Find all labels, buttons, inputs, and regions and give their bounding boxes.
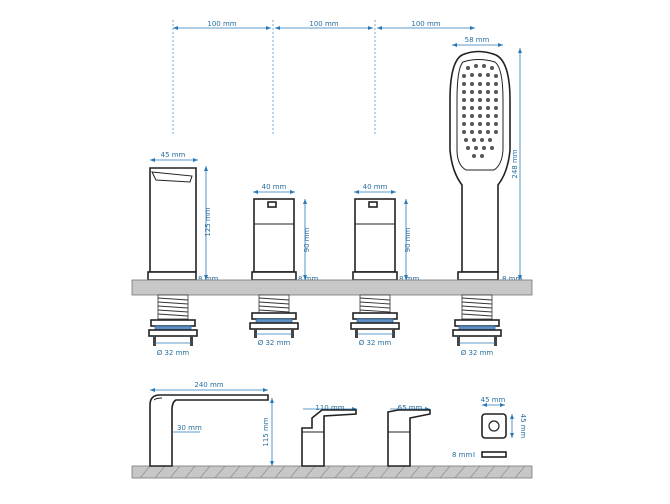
spray-nozzles bbox=[462, 64, 498, 158]
valve-right-front: 40 mm 90 mm 8 mm bbox=[352, 183, 419, 283]
holder-base-label: 8 mm bbox=[502, 275, 522, 283]
spacing-dimensions: 100 mm 100 mm 100 mm bbox=[172, 20, 475, 135]
valve-left-base-label: 8 mm bbox=[298, 275, 318, 283]
spacing-label-3: 100 mm bbox=[411, 20, 440, 28]
holder-depth-label: 45 mm bbox=[519, 414, 527, 439]
valve-left-thread-label: Ø 32 mm bbox=[258, 339, 291, 347]
spout-thread-label: Ø 32 mm bbox=[157, 349, 190, 357]
holder-width-label: 45 mm bbox=[481, 396, 506, 404]
spacing-label-1: 100 mm bbox=[207, 20, 236, 28]
spout-side-height-label: 115 mm bbox=[262, 417, 270, 446]
mount-spout: Ø 32 mm bbox=[148, 294, 198, 357]
valve-side-right: 65 mm bbox=[387, 404, 431, 467]
handshower-width-label: 58 mm bbox=[465, 36, 490, 44]
hand-shower: 58 mm 248 mm 8 mm bbox=[449, 36, 522, 283]
spacing-label-2: 100 mm bbox=[309, 20, 338, 28]
valve-side-left: 110 mm bbox=[301, 404, 357, 467]
mount-valve-right: Ø 32 mm bbox=[350, 294, 400, 347]
mount-valve-left: Ø 32 mm bbox=[249, 294, 299, 347]
handshower-height-label: 248 mm bbox=[511, 149, 519, 178]
valve-right-thread-label: Ø 32 mm bbox=[359, 339, 392, 347]
valve-left-front: 40 mm 90 mm 8 mm bbox=[251, 183, 318, 283]
spout-side: 240 mm 30 mm 115 mm bbox=[149, 381, 274, 467]
deck-surface bbox=[131, 279, 533, 296]
valve-right-height-label: 90 mm bbox=[404, 227, 412, 252]
deck-hatching bbox=[139, 465, 526, 479]
spout-width-label: 45 mm bbox=[161, 151, 186, 159]
holder-thickness-label: 8 mm bbox=[452, 451, 472, 459]
valve-lever-right-label: 65 mm bbox=[398, 404, 423, 412]
holder-top-view: 45 mm 45 mm 8 mm bbox=[452, 396, 527, 459]
spout-length-label: 240 mm bbox=[194, 381, 223, 389]
mount-handshower: Ø 32 mm bbox=[452, 294, 502, 357]
valve-right-width-label: 40 mm bbox=[363, 183, 388, 191]
bottom-deck bbox=[131, 465, 533, 479]
valve-lever-left-label: 110 mm bbox=[315, 404, 344, 412]
spout-height-label: 125 mm bbox=[204, 207, 212, 236]
valve-left-height-label: 90 mm bbox=[303, 227, 311, 252]
handshower-thread-label: Ø 32 mm bbox=[461, 349, 494, 357]
valve-right-base-label: 8 mm bbox=[399, 275, 419, 283]
spout-front: 45 mm 125 mm 8 mm bbox=[147, 151, 218, 283]
valve-left-width-label: 40 mm bbox=[262, 183, 287, 191]
spout-depth-label: 30 mm bbox=[177, 424, 202, 432]
spout-base-label: 8 mm bbox=[198, 275, 218, 283]
